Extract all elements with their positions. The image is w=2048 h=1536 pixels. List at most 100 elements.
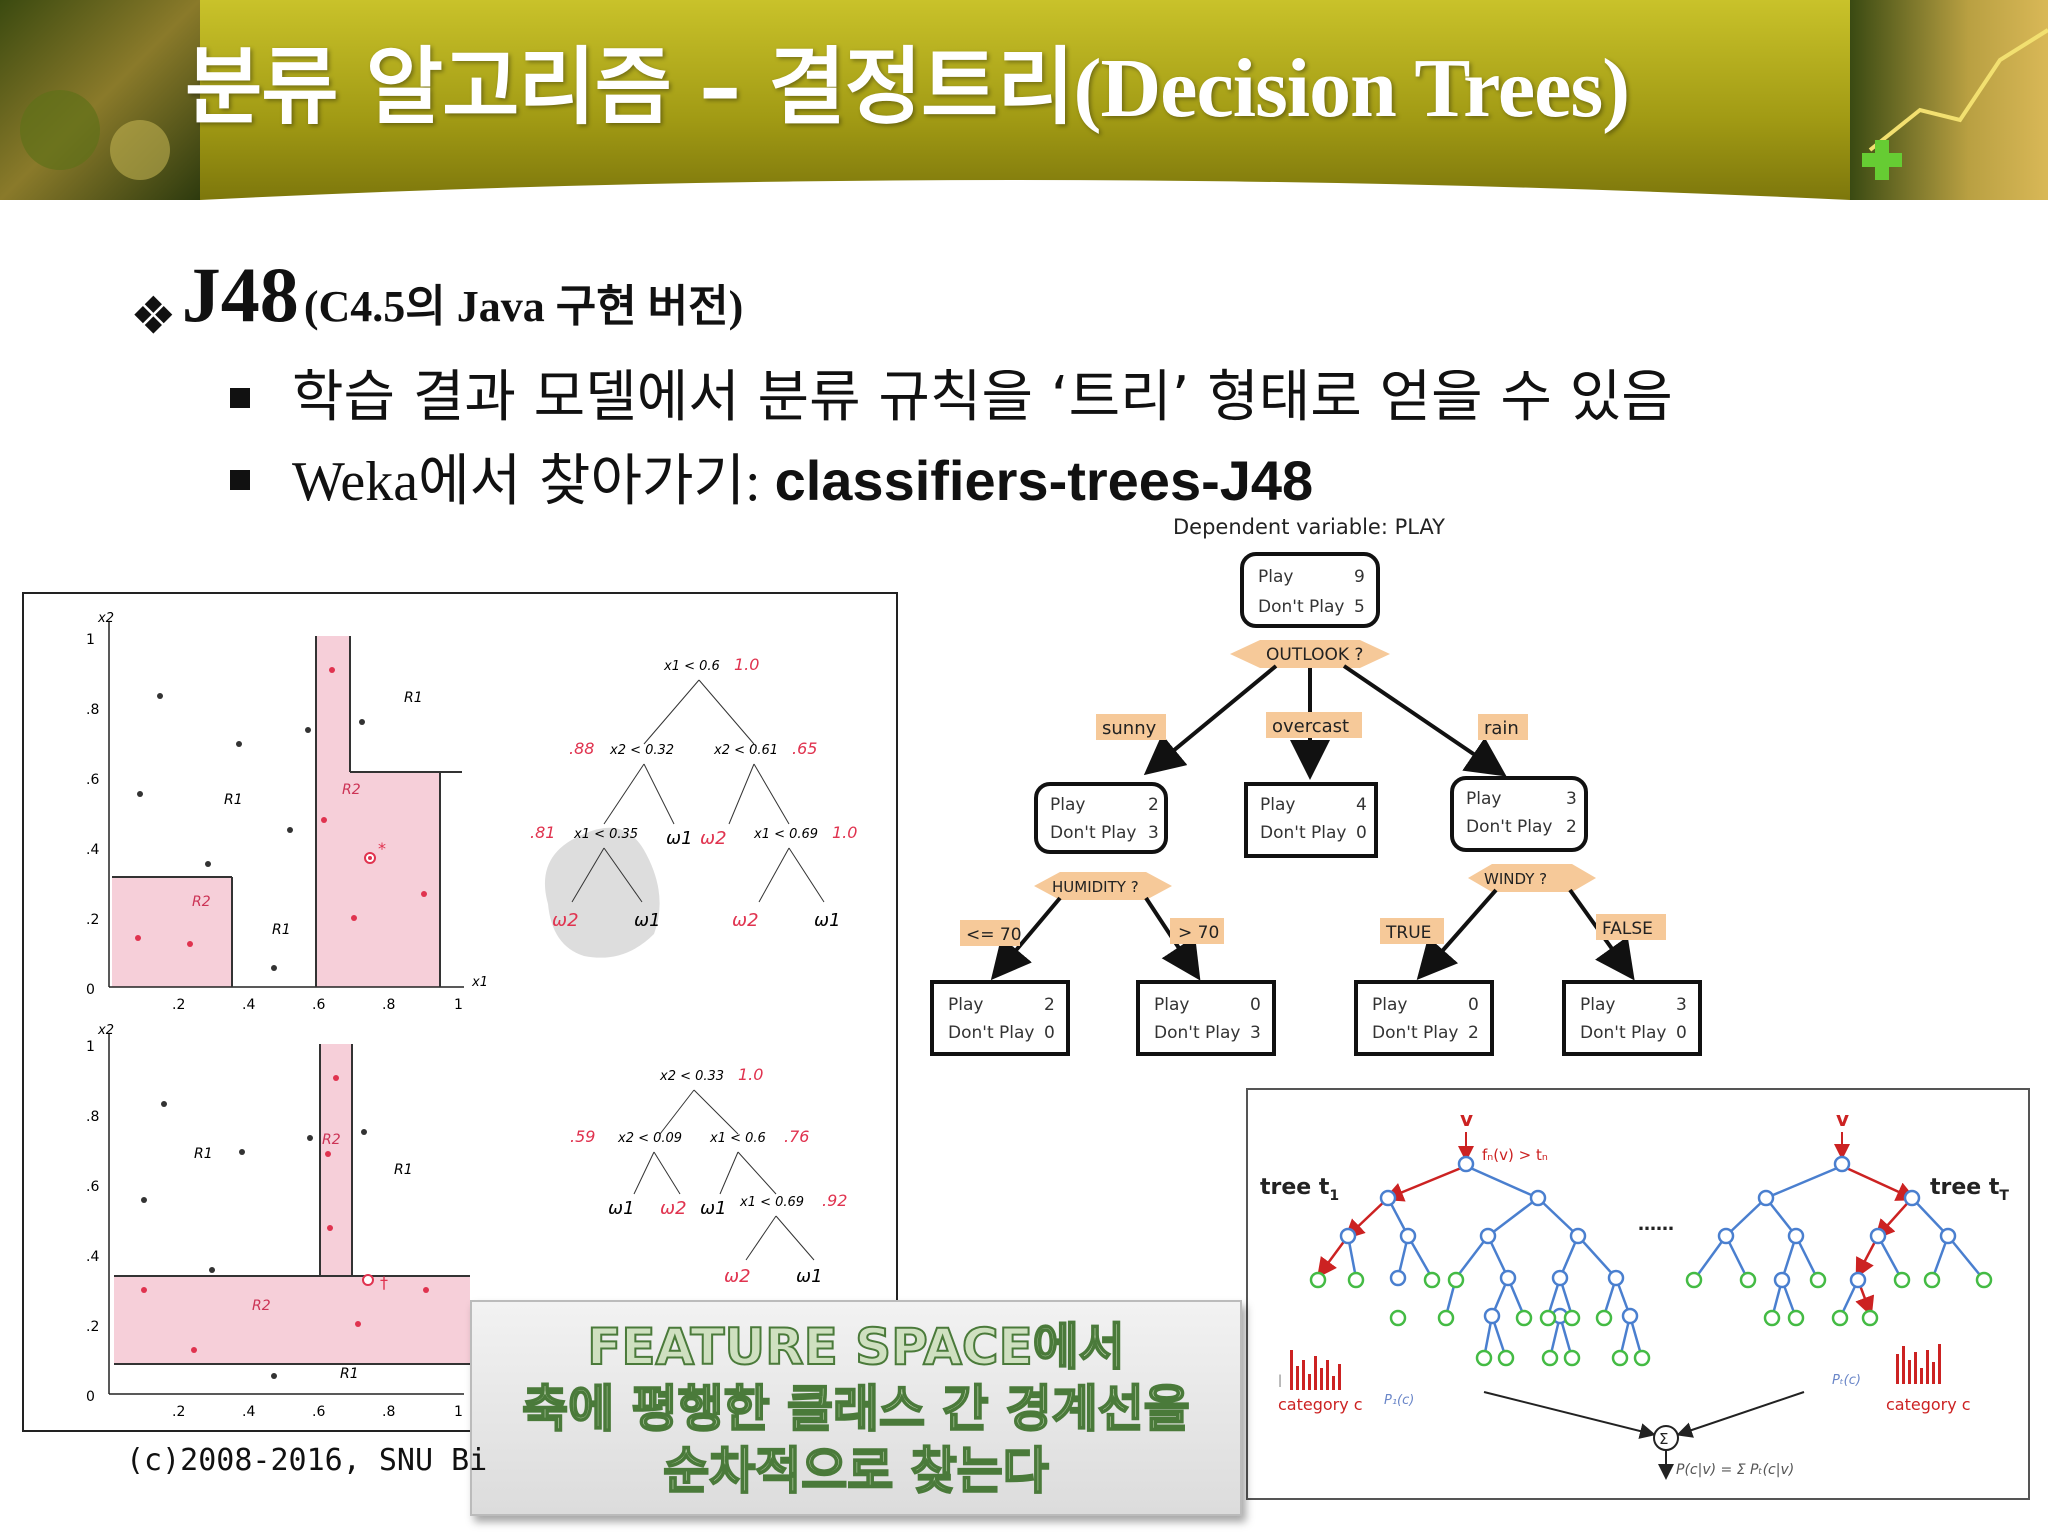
histogram-T [1896,1344,1941,1384]
region-label: R1 [194,1146,213,1162]
callout-box: FEATURE SPACE에서 축에 평행한 클래스 간 경계선을 순차적으로 … [470,1300,1242,1516]
histogram-1 [1290,1350,1341,1390]
y-tick: 1 [86,1039,95,1055]
node-count: 5 [1354,597,1365,617]
x-tick: .6 [312,997,325,1013]
node-sunny [1034,782,1168,854]
split-label: OUTLOOK ? [1266,645,1363,665]
tree-leaf: ω1 [796,1266,823,1287]
callout-line-2: 축에 평행한 클래스 간 경계선을 [521,1379,1191,1439]
square-bullet-icon [230,470,250,490]
leaf-node [1354,980,1494,1056]
class2-points [141,1075,429,1353]
node-count: 0 [1676,1023,1687,1043]
region-label: R1 [272,922,291,938]
region-label: R2 [322,1132,341,1148]
tree-node-purity: .92 [822,1191,847,1210]
combination-formula: P(c|v) = Σ Pₜ(c|v) [1676,1462,1794,1478]
node-label: Play [1372,995,1407,1015]
region-label: R1 [224,792,243,808]
node-label: Play [1050,795,1085,815]
node-label: Play [1154,995,1189,1015]
node-count: 9 [1354,567,1365,587]
node-label: Don't Play [1260,823,1346,843]
x-tick: .8 [382,1404,395,1420]
svg-text:†: † [380,1273,388,1292]
title-korean: 분류 알고리즘 – 결정트리 [185,38,1075,136]
tree-node: x1 < 0.69 [739,1195,804,1210]
weka-label: Weka [292,451,419,513]
region-label: R2 [342,782,361,798]
node-label: Play [1260,795,1295,815]
y-tick: .6 [86,772,99,788]
x-tick: .2 [172,997,185,1013]
x-tick: .8 [382,997,395,1013]
feature-space-figure: x2 x1 .2 .4 .6 .8 1 0 .2 .4 .6 .8 1 R1 R… [22,592,898,1432]
tree-leaf: ω1 [814,910,841,931]
class1-points [137,693,365,971]
y-tick: .6 [86,1179,99,1195]
node-count: 3 [1676,995,1687,1015]
y-tick: 1 [86,632,95,648]
node-count: 3 [1148,823,1159,843]
node-label: Play [1258,567,1293,587]
top-tree: x1 < 0.6 1.0 x2 < 0.32 .88 x2 < 0.61 .65… [530,655,857,958]
title-english: (Decision Trees) [1073,42,1631,135]
feature-space-svg: x2 x1 .2 .4 .6 .8 1 0 .2 .4 .6 .8 1 R1 R… [86,611,857,1420]
node-label: Don't Play [1580,1023,1666,1043]
tree-node: x1 < 0.69 [753,827,818,842]
diamond-bullet-icon: ❖ [130,286,177,347]
region-label: R1 [340,1366,359,1382]
y-tick: 0 [86,1389,95,1405]
edge-label: FALSE [1602,919,1653,939]
edge-label: <= 70 [966,925,1022,945]
svg-text:|: | [1278,1373,1282,1387]
split-diamond [1468,864,1596,892]
category-label: category c [1886,1395,1971,1414]
svg-text:*: * [378,839,386,858]
ellipsis: …… [1638,1214,1674,1235]
split-diamond [1230,640,1390,668]
x-axis-label: x1 [471,975,488,990]
probability-label: Pₜ(c) [1832,1373,1861,1388]
tree-node-purity: .81 [530,823,555,842]
x-tick: .4 [242,1404,255,1420]
region-label: R1 [404,690,423,706]
y-tick: .8 [86,702,99,718]
tree-node: x2 < 0.33 [659,1069,724,1084]
y-tick: 0 [86,982,95,998]
leaf-node [1562,980,1702,1056]
play-decision-tree: Dependent variable: PLAY Play 9 Don't Pl… [930,515,1702,1056]
tree-node-purity: .76 [784,1127,809,1146]
y-tick: .8 [86,1109,99,1125]
section-subtitle: (C4.5의 Java 구현 버전) [303,282,744,331]
node-label: Don't Play [948,1023,1034,1043]
weka-suffix: 에서 찾아가기 [418,449,746,514]
class2-points [135,667,427,947]
node-label: Play [1580,995,1615,1015]
node-count: 2 [1148,795,1159,815]
top-plot: x2 x1 .2 .4 .6 .8 1 0 .2 .4 .6 .8 1 R1 R… [86,611,488,1013]
tree-node: x2 < 0.32 [609,743,674,758]
x-tick: .2 [172,1404,185,1420]
sum-symbol: Σ [1659,1430,1668,1448]
tree-node-purity: 1.0 [734,655,759,674]
slide-header: 분류 알고리즘 – 결정트리(Decision Trees) [0,0,2048,200]
edge-label: TRUE [1385,923,1431,943]
square-bullet-icon [230,388,250,408]
tree-node-purity: 1.0 [738,1065,763,1084]
category-label: category c [1278,1395,1363,1414]
y-tick: .4 [86,1249,99,1265]
node-overcast [1244,782,1378,858]
tree-node: x1 < 0.6 [709,1131,766,1146]
node-label: Don't Play [1466,817,1552,837]
y-tick: .2 [86,1319,99,1335]
bullet-text-2: Weka에서 찾아가기: classifiers-trees-J48 [292,436,1313,517]
node-count: 0 [1250,995,1261,1015]
tree-leaf: ω1 [634,910,661,931]
node-rain [1450,776,1588,852]
tree-node: x1 < 0.35 [573,827,638,842]
tree-label: tree tT [1930,1175,2009,1204]
edge-label: rain [1484,718,1519,739]
tree-node: x2 < 0.09 [617,1131,682,1146]
